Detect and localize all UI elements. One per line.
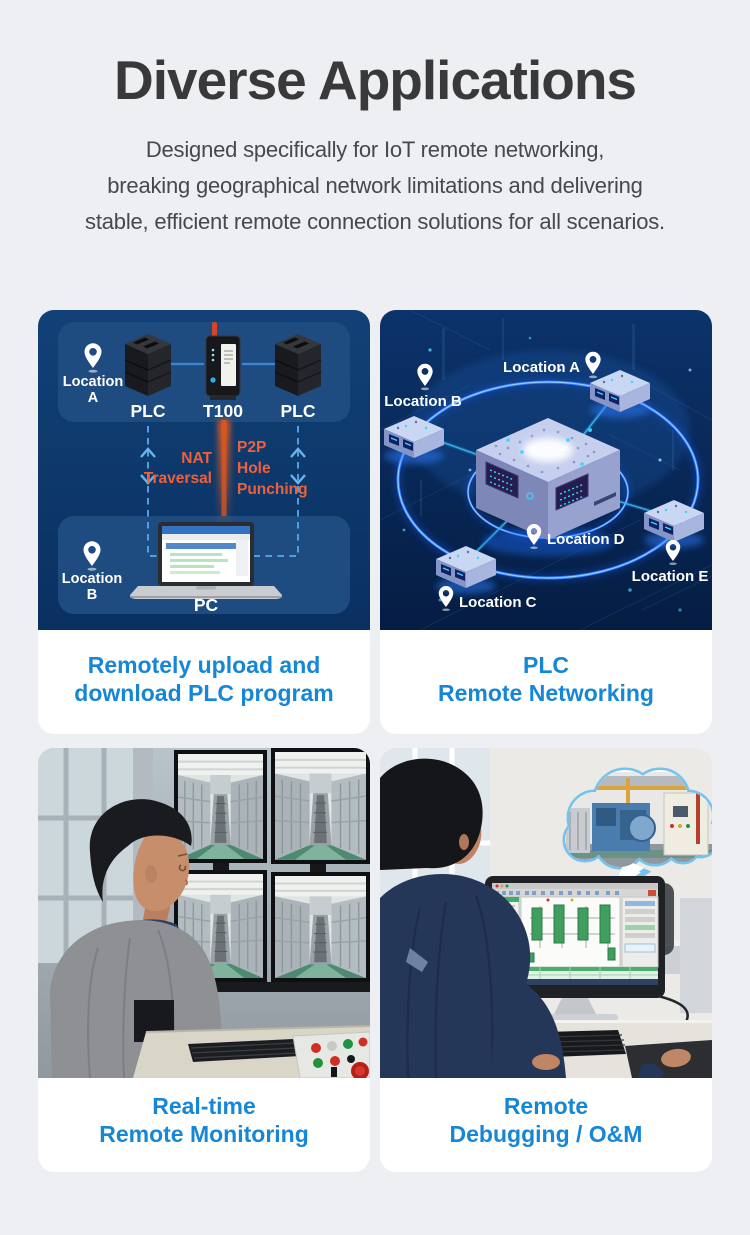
caption-line: Debugging / O&M xyxy=(449,1121,643,1147)
nat-label-line2: Traversal xyxy=(144,470,212,487)
subtitle-line: breaking geographical network limitation… xyxy=(107,173,643,198)
location-e-label: Location E xyxy=(632,568,709,585)
card-caption: PLC Remote Networking xyxy=(380,630,712,734)
remote-monitoring-photo xyxy=(38,748,370,1078)
remote-debugging-photo-svg xyxy=(380,748,712,1078)
card-caption: Remotely upload and download PLC program xyxy=(38,630,370,734)
location-a-line2: A xyxy=(88,390,99,406)
p2p-label-line2: Hole xyxy=(237,460,271,477)
ear xyxy=(459,834,469,850)
location-d-label: Location D xyxy=(547,531,625,548)
server-top-dots xyxy=(494,428,596,474)
laptop-illustration xyxy=(130,522,282,599)
taskbar xyxy=(492,979,658,985)
hand-on-mouse xyxy=(661,1048,691,1068)
remote-factory-cloud xyxy=(562,767,712,903)
location-b-line2: B xyxy=(87,587,97,603)
face xyxy=(133,826,190,912)
t100-gateway-device xyxy=(205,322,241,400)
plc-device-right xyxy=(274,333,322,397)
pc-label: PC xyxy=(194,595,219,615)
caption-line: download PLC program xyxy=(74,680,334,706)
hair xyxy=(89,799,192,902)
remote-debugging-photo xyxy=(380,748,712,1078)
control-cabinet xyxy=(663,792,709,856)
caption-line: Remote xyxy=(503,1093,589,1119)
subtitle-line: Designed specifically for IoT remote net… xyxy=(145,137,605,162)
partition xyxy=(680,898,712,1013)
hand-on-keyboard xyxy=(532,1054,560,1070)
cable xyxy=(657,994,689,1023)
location-b-line1: Location xyxy=(62,571,122,587)
card-caption: Remote Debugging / O&M xyxy=(380,1078,712,1172)
page-title: Diverse Applications xyxy=(113,49,637,111)
plc-right-label: PLC xyxy=(281,401,316,421)
p2p-beam-core xyxy=(221,420,227,516)
nat-label-line1: NAT xyxy=(181,450,212,467)
arm xyxy=(490,988,548,1078)
properties-panel xyxy=(621,896,659,968)
monitor-stand xyxy=(554,998,596,1014)
server-glow xyxy=(523,438,573,462)
card-remote-debugging-om: Remote Debugging / O&M xyxy=(380,748,712,1172)
hair xyxy=(380,758,483,870)
plc-program-diagram: PLC T100 PLC Location A NAT Traversal P2… xyxy=(38,310,370,630)
plc-networking-diagram: Location A Location B Location C Locatio… xyxy=(380,310,712,630)
p2p-label-line1: P2P xyxy=(237,439,266,456)
remote-monitoring-photo-svg xyxy=(38,748,370,1078)
caption-line: Remote Networking xyxy=(438,680,654,706)
joystick xyxy=(331,1067,337,1077)
ear xyxy=(145,865,157,883)
card-caption: Real-time Remote Monitoring xyxy=(38,1078,370,1172)
card-realtime-remote-monitoring: Real-time Remote Monitoring xyxy=(38,748,370,1172)
card-remote-plc-program: PLC T100 PLC Location A NAT Traversal P2… xyxy=(38,310,370,734)
applications-grid: PLC T100 PLC Location A NAT Traversal P2… xyxy=(38,310,712,1172)
shirt-stripe xyxy=(406,948,428,972)
caption-line: Remote Monitoring xyxy=(99,1121,309,1147)
location-b-label: Location B xyxy=(384,393,462,410)
plc-device-left xyxy=(124,333,172,397)
location-c-label: Location C xyxy=(459,594,537,611)
page-subtitle: Designed specifically for IoT remote net… xyxy=(65,132,685,240)
plc-left-label: PLC xyxy=(131,401,166,421)
gateway-label: T100 xyxy=(203,401,243,421)
location-a-line1: Location xyxy=(63,374,123,390)
subtitle-line: stable, efficient remote connection solu… xyxy=(85,209,665,234)
location-a-label: Location A xyxy=(503,359,580,376)
control-desk xyxy=(133,1000,370,1078)
plc-program-diagram-svg: PLC T100 PLC Location A NAT Traversal P2… xyxy=(38,310,370,630)
engineer-person xyxy=(380,758,566,1078)
dashed-links xyxy=(147,426,299,557)
caption-line: Remotely upload and xyxy=(87,652,321,678)
arrow-chevrons xyxy=(140,447,306,485)
caption-line: Real-time xyxy=(152,1093,256,1119)
card-plc-remote-networking: Location A Location B Location C Locatio… xyxy=(380,310,712,734)
antenna xyxy=(212,322,217,337)
central-server-device xyxy=(476,418,620,556)
light-streaks xyxy=(420,318,674,516)
plc-networking-diagram-svg: Location A Location B Location C Locatio… xyxy=(380,310,712,630)
network-ring-outer xyxy=(394,378,702,582)
p2p-label-line3: Punching xyxy=(237,481,308,498)
caption-line: PLC xyxy=(523,652,569,678)
